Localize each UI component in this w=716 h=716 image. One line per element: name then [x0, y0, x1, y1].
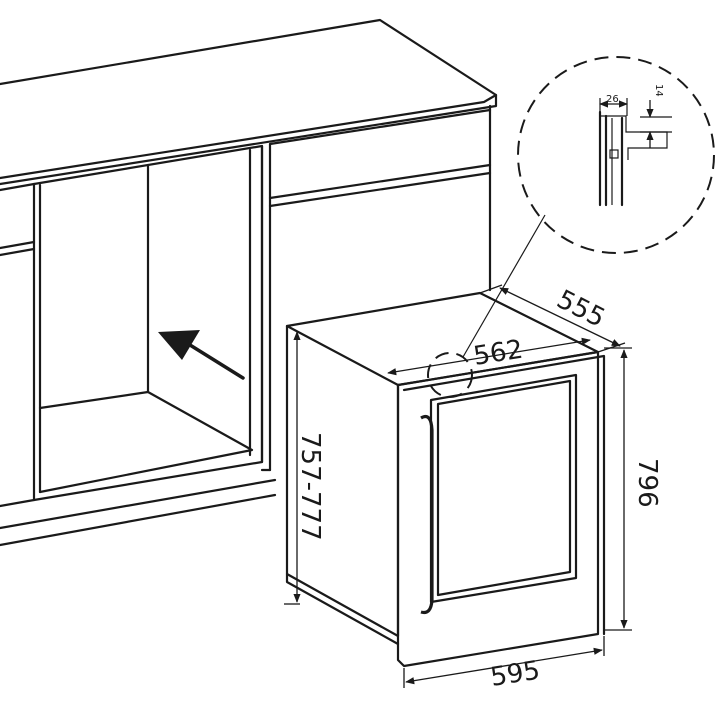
countertop: [0, 18, 498, 186]
detail-gap-label: 26: [606, 94, 619, 105]
inner-width-dimension: 562: [387, 335, 591, 376]
niche-height-dimension: 757-777: [284, 331, 325, 605]
detail-circle: [517, 56, 715, 254]
plinth: [0, 478, 277, 547]
height-dimension: 796: [604, 347, 662, 631]
height-label: 796: [632, 458, 662, 508]
glass-panel: [429, 373, 578, 604]
arrow-up-left-icon: [158, 330, 245, 380]
detail-view: 26 14: [598, 84, 672, 207]
appliance-door: [396, 350, 600, 668]
kitchen-cabinet: [0, 18, 498, 547]
detail-offset-label: 14: [653, 84, 664, 97]
niche-height-label: 757-777: [295, 432, 325, 541]
detail-callout: 26 14: [427, 56, 715, 398]
appliance-top: [285, 291, 600, 387]
door-handle: [420, 414, 434, 615]
wine-cooler: [285, 291, 606, 668]
drawer-front: [260, 108, 492, 472]
detail-marker: [427, 352, 473, 398]
width-dimension: 595: [403, 636, 605, 693]
width-label: 595: [488, 656, 542, 693]
